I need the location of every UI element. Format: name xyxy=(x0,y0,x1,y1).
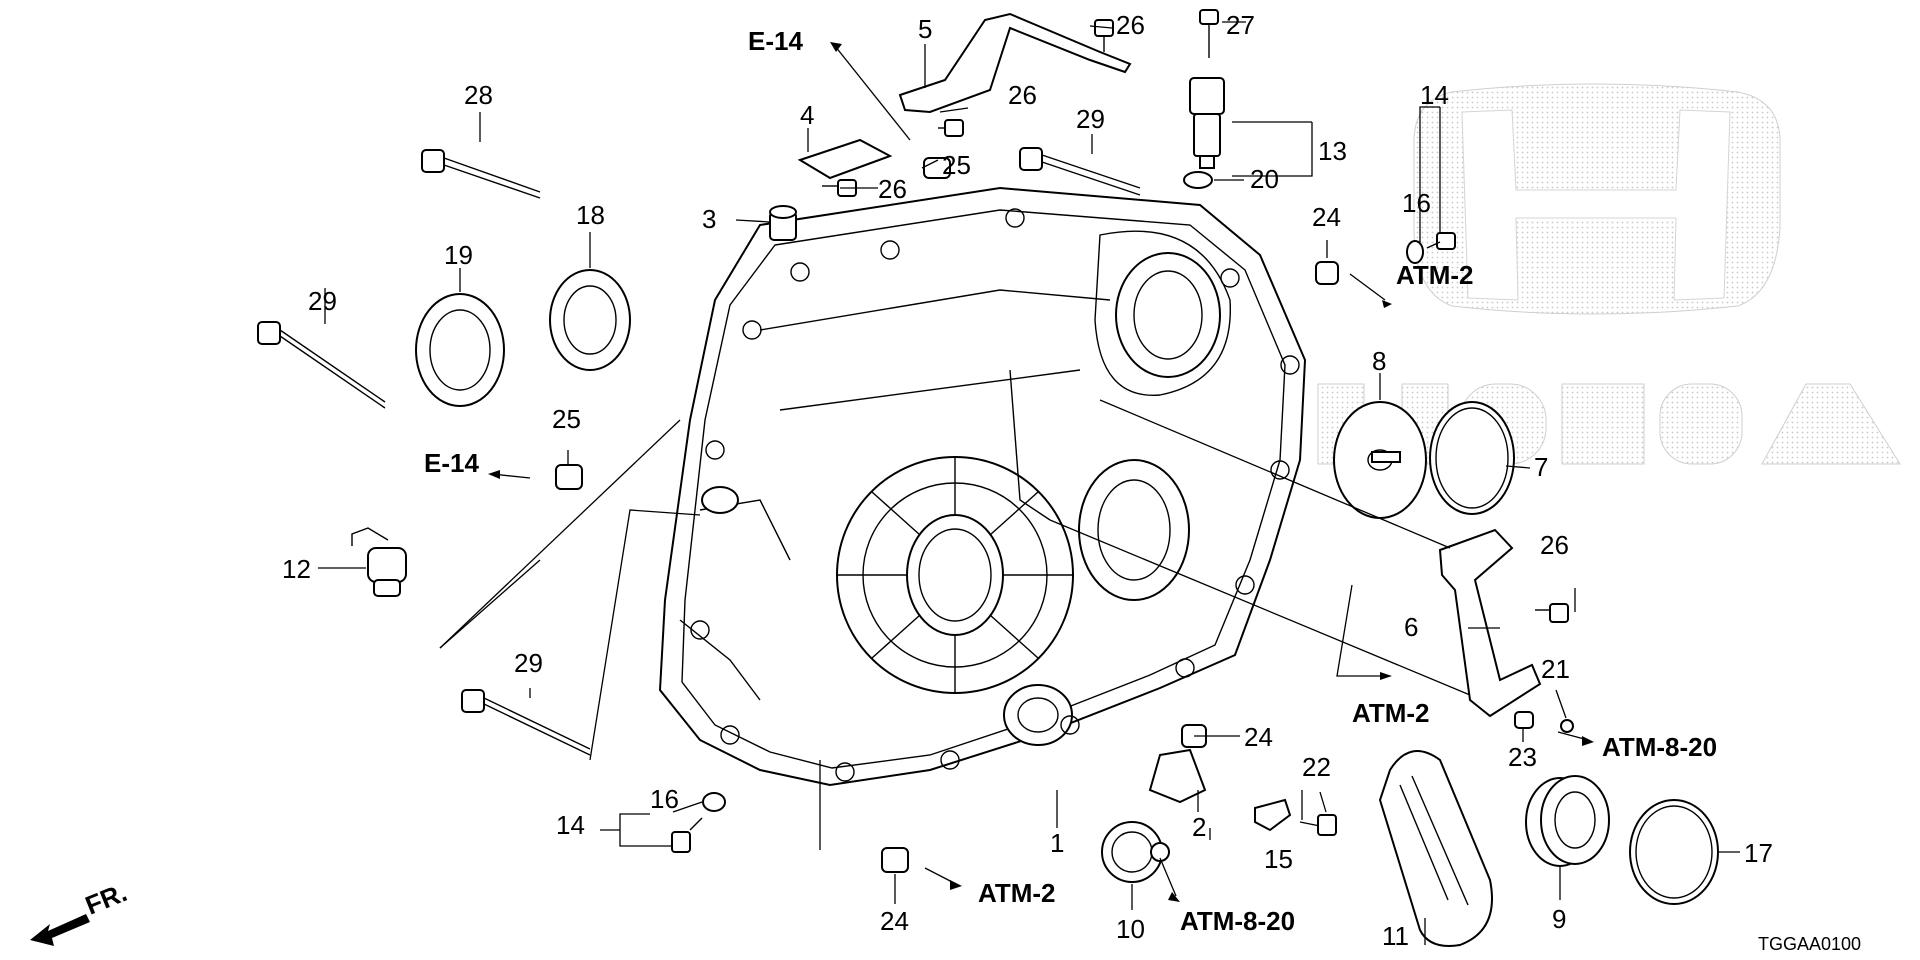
callout-labels: 1 2 3 4 5 6 7 8 9 10 11 12 13 14 14 15 1… xyxy=(282,10,1773,951)
callout-29-left: 29 xyxy=(308,286,337,316)
callout-25-top: 25 xyxy=(942,150,971,180)
o-ring-20 xyxy=(1183,171,1213,189)
callout-14-right: 14 xyxy=(1420,80,1449,110)
stopper-15 xyxy=(1254,798,1292,832)
callout-12: 12 xyxy=(282,554,311,584)
callout-26-top: 26 xyxy=(1116,10,1145,40)
ref-atm2-right: ATM-2 xyxy=(1396,260,1474,290)
callout-6: 6 xyxy=(1404,612,1418,642)
callout-15: 15 xyxy=(1264,844,1293,874)
bracket-4 xyxy=(797,138,893,180)
sprocket-10 xyxy=(1101,821,1170,883)
callout-25-left: 25 xyxy=(552,404,581,434)
callout-18: 18 xyxy=(576,200,605,230)
front-label: FR. xyxy=(81,877,131,921)
ring-7 xyxy=(1429,401,1515,515)
callout-29-bottom: 29 xyxy=(514,648,543,678)
callout-22: 22 xyxy=(1302,752,1331,782)
leader-lines xyxy=(318,21,1740,945)
snap-ring-17 xyxy=(1629,799,1719,905)
callout-1: 1 xyxy=(1050,828,1064,858)
ref-atm2-mid: ATM-2 xyxy=(1352,698,1430,728)
gear-9 xyxy=(1525,775,1610,867)
dowel-23 xyxy=(1514,711,1534,729)
callout-29-top: 29 xyxy=(1076,104,1105,134)
callout-20: 20 xyxy=(1250,164,1279,194)
bolt-26-right xyxy=(1535,603,1569,623)
bolt-22 xyxy=(1299,814,1337,836)
callout-11: 11 xyxy=(1382,921,1409,951)
callout-21: 21 xyxy=(1541,654,1570,684)
clip-21 xyxy=(1560,719,1574,733)
ref-atm820-bottom: ATM-8-20 xyxy=(1180,906,1295,936)
ref-atm820-right: ATM-8-20 xyxy=(1602,732,1717,762)
chain-11 xyxy=(1378,750,1493,947)
front-direction-indicator: FR. xyxy=(30,877,131,946)
bolt-14-right xyxy=(1426,232,1456,250)
callout-24-bottom: 24 xyxy=(880,906,909,936)
bolt-29-left xyxy=(257,321,386,409)
bolt-26-upper xyxy=(938,119,964,137)
oil-seal-19 xyxy=(415,293,505,407)
cover-plate-8 xyxy=(1333,401,1427,519)
ref-e14-top: E-14 xyxy=(748,26,803,56)
bolt-29-top xyxy=(1019,147,1141,196)
ref-e14-left: E-14 xyxy=(424,448,479,478)
washer-16-left xyxy=(702,792,726,812)
dowel-25-left xyxy=(555,464,583,490)
bolt-28 xyxy=(421,149,541,199)
bolt-29-bottom xyxy=(461,689,591,756)
callout-24-mid: 24 xyxy=(1244,722,1273,752)
callout-2: 2 xyxy=(1192,812,1206,842)
callout-27: 27 xyxy=(1226,10,1255,40)
washer-16-right xyxy=(1406,240,1424,264)
callout-4: 4 xyxy=(800,100,814,130)
callout-17: 17 xyxy=(1744,838,1773,868)
callout-7: 7 xyxy=(1534,452,1548,482)
ref-atm2-bottom: ATM-2 xyxy=(978,878,1056,908)
callout-24-top: 24 xyxy=(1312,202,1341,232)
callout-16-left: 16 xyxy=(650,784,679,814)
dowel-24-top xyxy=(1315,261,1339,285)
breather-12 xyxy=(351,527,407,597)
callout-26-mid: 26 xyxy=(878,174,907,204)
transmission-case xyxy=(658,186,1307,787)
callout-5: 5 xyxy=(918,14,932,44)
callout-14-left: 14 xyxy=(556,810,585,840)
dowel-24-bottom xyxy=(881,847,909,873)
bolt-26-top xyxy=(1094,19,1114,52)
callout-16-right: 16 xyxy=(1402,188,1431,218)
reference-labels: E-14 E-14 ATM-2 ATM-2 ATM-2 ATM-8-20 ATM… xyxy=(424,26,1717,936)
callout-26-upper: 26 xyxy=(1008,80,1037,110)
callout-3: 3 xyxy=(702,204,716,234)
callout-8: 8 xyxy=(1372,346,1386,376)
bolt-27 xyxy=(1199,9,1219,58)
callout-28: 28 xyxy=(464,80,493,110)
callout-19: 19 xyxy=(444,240,473,270)
callout-26-right: 26 xyxy=(1540,530,1569,560)
pipe-bracket-5 xyxy=(898,12,1132,114)
callout-10: 10 xyxy=(1116,914,1145,944)
reference-arrows xyxy=(488,42,1594,902)
dowel-25-top xyxy=(923,157,951,179)
bolt-14-left xyxy=(671,817,703,853)
pressure-switch-13 xyxy=(1189,77,1225,169)
callout-23: 23 xyxy=(1508,742,1537,772)
dowel-pin-3 xyxy=(769,205,797,241)
callout-9: 9 xyxy=(1552,904,1566,934)
oil-seal-18 xyxy=(549,269,631,371)
diagram-code: TGGAA0100 xyxy=(1758,934,1861,954)
callout-13: 13 xyxy=(1318,136,1347,166)
bracket-plate-2 xyxy=(1148,748,1207,804)
plate-6 xyxy=(1438,528,1542,718)
